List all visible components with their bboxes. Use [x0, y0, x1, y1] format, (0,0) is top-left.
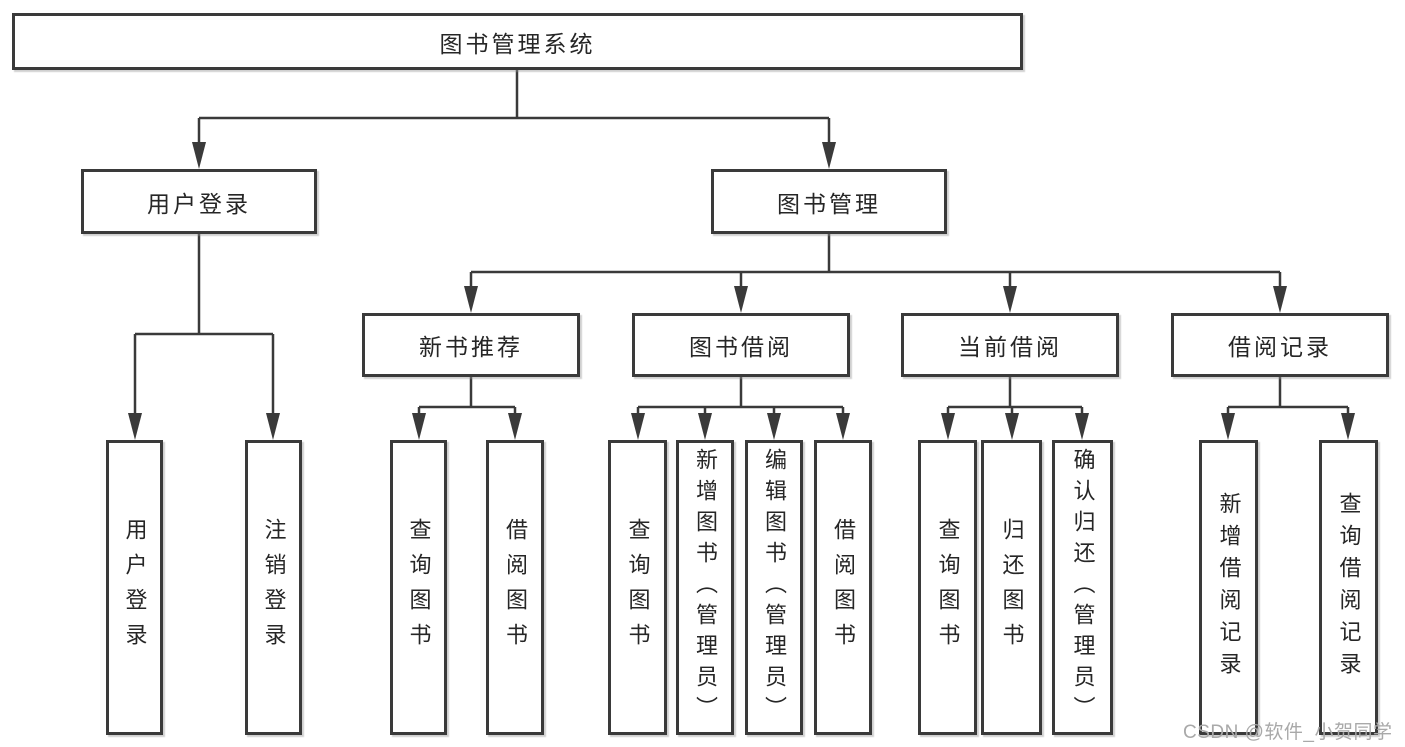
- node-label: 用户登录: [147, 190, 251, 217]
- node-user-login: 用户登录: [81, 169, 317, 234]
- leaf-query-books-recommend: 查询图书: [390, 440, 447, 735]
- node-label: 查询图书: [625, 517, 651, 658]
- node-label: 当前借阅: [958, 334, 1062, 360]
- node-label: 查询借阅记录: [1336, 491, 1362, 684]
- node-borrowing-records: 借阅记录: [1171, 313, 1389, 377]
- node-library-management-system: 图书管理系统: [12, 13, 1023, 70]
- node-current-borrowing: 当前借阅: [901, 313, 1119, 377]
- leaf-add-borrow-record: 新增借阅记录: [1199, 440, 1258, 735]
- leaf-query-borrow-record: 查询借阅记录: [1319, 440, 1378, 735]
- node-label: 借阅图书: [831, 517, 856, 658]
- node-label: 编辑图书（管理员）: [762, 448, 787, 727]
- leaf-return-book: 归还图书: [981, 440, 1042, 735]
- node-label: 借阅记录: [1228, 334, 1332, 360]
- node-new-book-recommendation: 新书推荐: [362, 313, 580, 377]
- node-label: 新增借阅记录: [1216, 491, 1242, 684]
- node-label: 图书借阅: [689, 334, 793, 360]
- node-book-management: 图书管理: [711, 169, 947, 234]
- arrowheads: [128, 142, 1355, 440]
- node-label: 查询图书: [406, 517, 432, 658]
- leaf-query-books-borrowing: 查询图书: [608, 440, 667, 735]
- node-label: 新书推荐: [419, 334, 523, 360]
- leaf-borrow-books: 借阅图书: [814, 440, 872, 735]
- node-label: 注销登录: [261, 517, 287, 658]
- leaf-query-books-current: 查询图书: [918, 440, 977, 735]
- leaf-borrow-books-recommend: 借阅图书: [486, 440, 544, 735]
- node-label: 借阅图书: [503, 517, 528, 658]
- leaf-confirm-return-admin: 确认归还（管理员）: [1052, 440, 1113, 735]
- node-label: 图书管理: [777, 190, 881, 217]
- node-label: 图书管理系统: [439, 30, 596, 57]
- node-book-borrowing: 图书借阅: [632, 313, 850, 377]
- node-label: 归还图书: [999, 517, 1025, 658]
- leaf-add-book-admin: 新增图书（管理员）: [676, 440, 734, 735]
- leaf-logout: 注销登录: [245, 440, 302, 735]
- leaf-user-login: 用户登录: [106, 440, 163, 735]
- node-label: 新增图书（管理员）: [693, 448, 718, 727]
- watermark-text: CSDN @软件_小贺同学: [1183, 722, 1393, 743]
- node-label: 用户登录: [122, 517, 148, 658]
- node-label: 确认归还（管理员）: [1070, 448, 1096, 727]
- leaf-edit-book-admin: 编辑图书（管理员）: [745, 440, 803, 735]
- node-label: 查询图书: [935, 517, 961, 658]
